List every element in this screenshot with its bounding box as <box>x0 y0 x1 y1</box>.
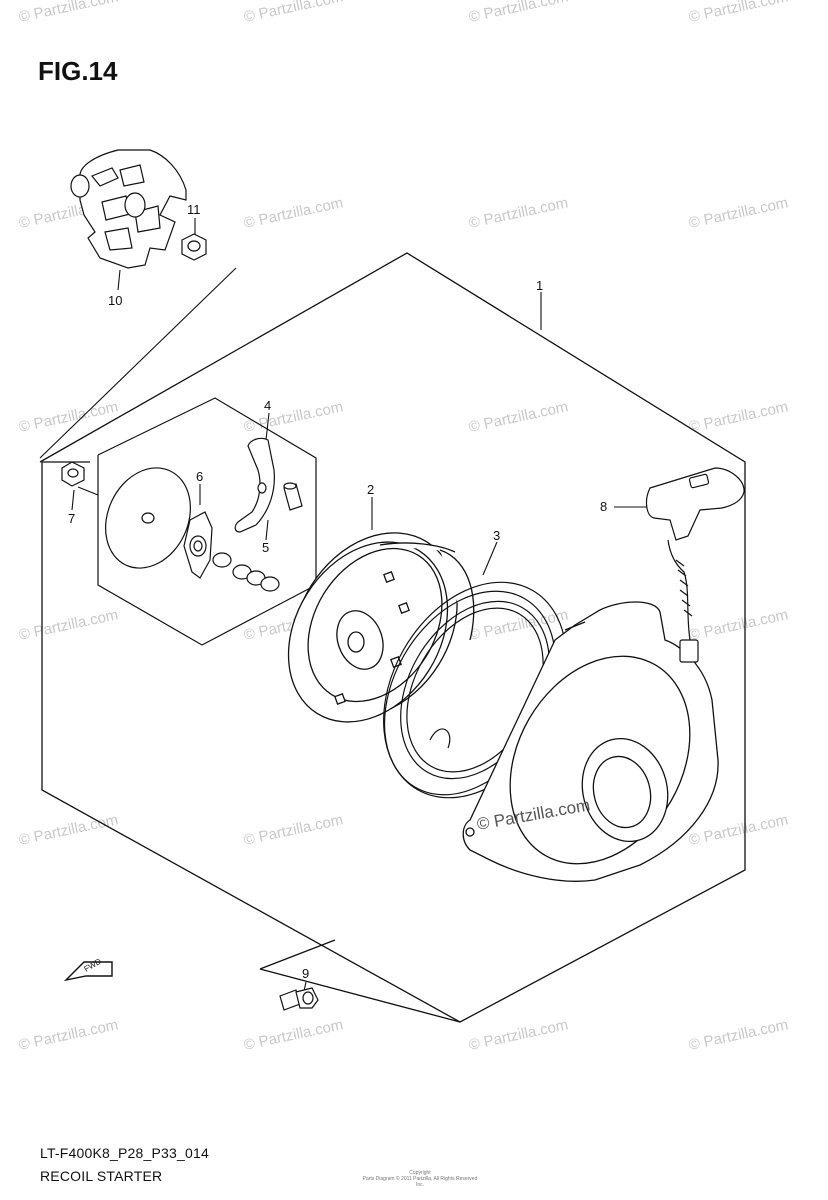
copyright-notice: Copyright Parts Diagram © 2011 Partzilla… <box>360 1170 480 1188</box>
callout-3: 3 <box>493 528 500 543</box>
watermark: © Partzilla.com <box>17 606 119 644</box>
callout-6: 6 <box>196 469 203 484</box>
fwd-direction-marker: FWD <box>63 957 113 982</box>
watermark: © Partzilla.com <box>467 1016 569 1054</box>
springs-washers <box>212 552 280 592</box>
copyright-line-2: Parts Diagram © 2011 Partzilla, All Righ… <box>362 1176 478 1188</box>
watermark: © Partzilla.com <box>242 1016 344 1054</box>
watermark: © Partzilla.com <box>687 811 789 849</box>
callout-9: 9 <box>302 966 309 981</box>
leader-lines <box>39 218 660 1001</box>
watermark: © Partzilla.com <box>467 398 569 436</box>
callout-10: 10 <box>108 293 122 308</box>
watermark: © Partzilla.com <box>242 194 344 232</box>
watermark: © Partzilla.com <box>17 1016 119 1054</box>
model-code: LT-F400K8_P28_P33_014 <box>40 1145 209 1161</box>
part-1-starter-case <box>462 601 719 882</box>
part-8-handle <box>645 467 745 663</box>
callout-8: 8 <box>600 499 607 514</box>
watermark: © Partzilla.com <box>242 0 344 26</box>
friction-plate <box>105 467 191 569</box>
assembly-name: RECOIL STARTER <box>40 1168 163 1184</box>
watermark: © Partzilla.com <box>687 398 789 436</box>
part-10-starter-cup <box>70 149 187 269</box>
assembly-outline <box>39 252 746 1023</box>
pawl-pin <box>283 482 303 511</box>
watermark: © Partzilla.com <box>242 398 344 436</box>
watermark: © Partzilla.com <box>17 0 119 26</box>
part-6-guide <box>183 511 213 579</box>
watermark: © Partzilla.com <box>687 606 789 644</box>
part-9-bolt <box>279 987 319 1011</box>
callout-4: 4 <box>264 398 271 413</box>
part-4-pawl <box>234 437 275 533</box>
figure-title: FIG.14 <box>38 56 118 86</box>
callout-1: 1 <box>536 278 543 293</box>
watermark: © Partzilla.com <box>467 194 569 232</box>
callouts: 1 2 3 4 5 6 7 8 9 10 11 <box>68 202 607 981</box>
watermark: © Partzilla.com <box>17 811 119 849</box>
watermark: © Partzilla.com <box>242 811 344 849</box>
watermark: © Partzilla.com <box>467 0 569 26</box>
watermark: © Partzilla.com <box>687 0 789 26</box>
part-11-nut <box>181 233 207 261</box>
watermark: © Partzilla.com <box>687 194 789 232</box>
part-7-nut <box>61 461 85 487</box>
callout-2: 2 <box>367 482 374 497</box>
callout-11: 11 <box>187 202 201 217</box>
copyright-line-1: Copyright <box>409 1170 431 1176</box>
callout-5: 5 <box>262 540 269 555</box>
callout-7: 7 <box>68 511 75 526</box>
watermark: © Partzilla.com <box>687 1016 789 1054</box>
